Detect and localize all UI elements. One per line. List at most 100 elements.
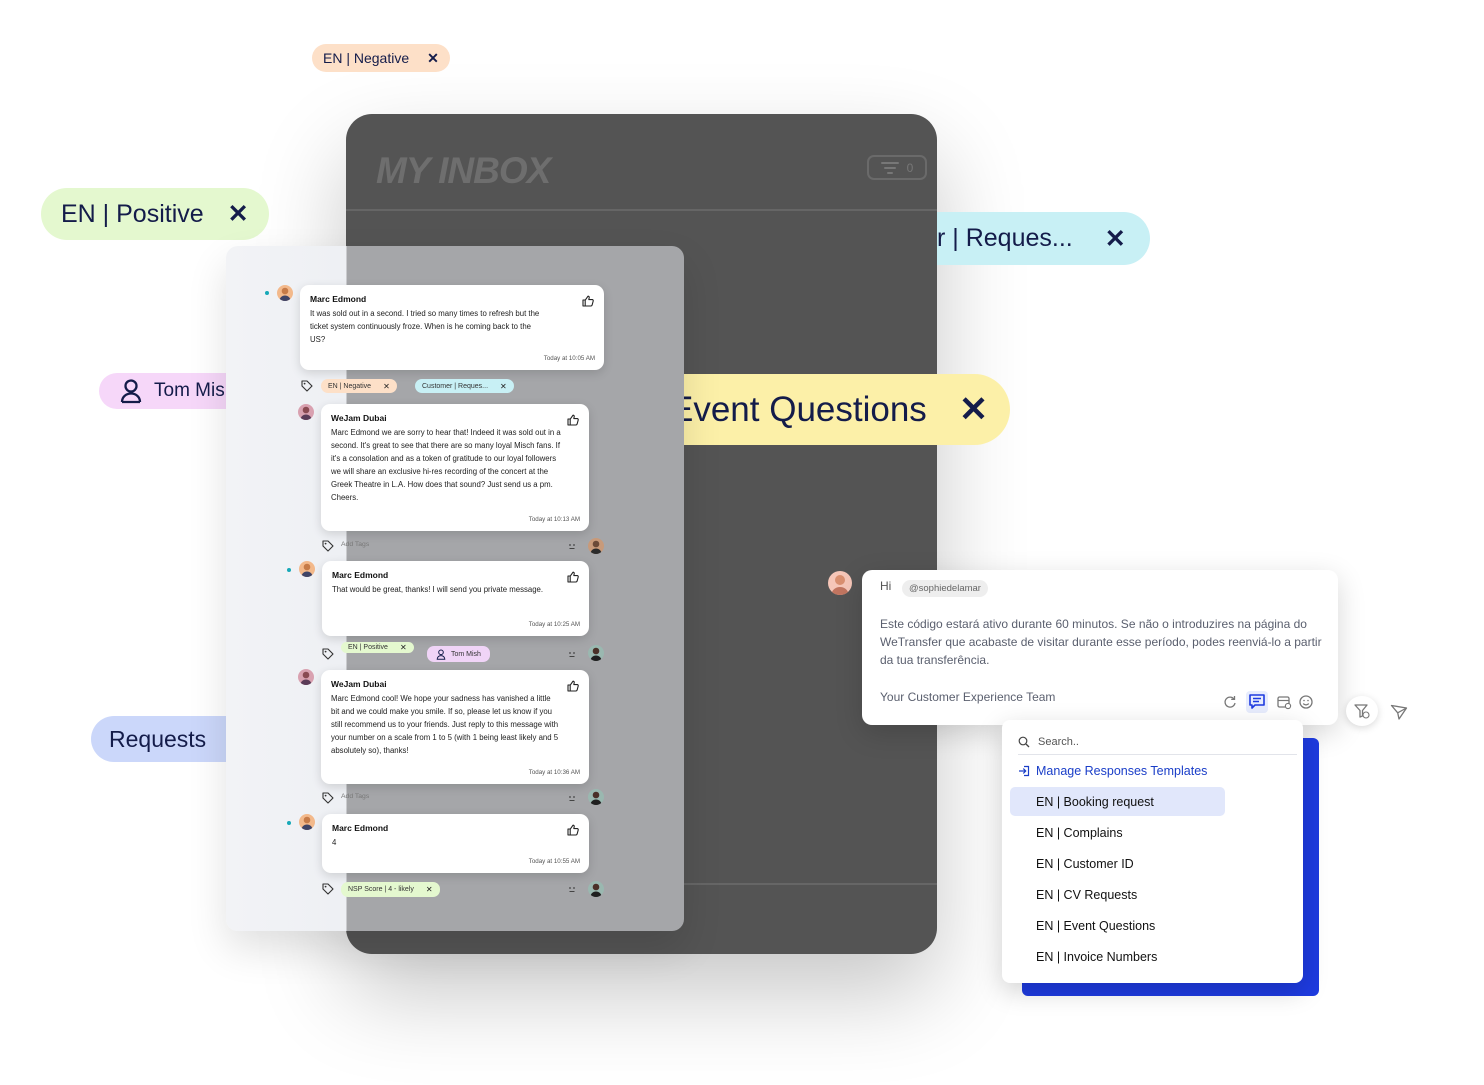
close-icon[interactable]: ✕ <box>958 389 989 429</box>
close-icon[interactable]: ✕ <box>399 643 407 652</box>
template-item[interactable]: EN | Invoice Numbers <box>1036 949 1158 964</box>
floating-tag-event-questions: Event Questions ✕ <box>642 374 1011 445</box>
neutral-face-icon[interactable] <box>566 540 578 552</box>
close-icon[interactable]: ✕ <box>425 885 433 894</box>
message-author: Marc Edmond <box>332 570 389 580</box>
message-time: Today at 10:05 AM <box>543 355 595 362</box>
template-item[interactable]: EN | Complains <box>1036 825 1123 840</box>
tag-label: Requests <box>109 725 207 752</box>
thumbs-up-icon[interactable] <box>567 824 579 836</box>
tag-label: Tom Mish <box>154 380 236 401</box>
mini-tag: Customer | Reques... ✕ <box>415 379 514 393</box>
tag-label: EN | Negative <box>323 50 410 66</box>
filter-button[interactable]: 0 <box>867 155 927 180</box>
reply-greeting: Hi <box>880 579 892 593</box>
search-input[interactable]: Search.. <box>1038 736 1079 748</box>
mini-tag-label: EN | Negative <box>328 382 372 390</box>
search-icon <box>1018 736 1030 748</box>
tag-label: Event Questions <box>670 389 927 429</box>
template-item[interactable]: EN | Event Questions <box>1036 918 1156 933</box>
message-author: WeJam Dubai <box>331 413 387 423</box>
avatar <box>277 285 293 301</box>
tag-icon[interactable] <box>301 380 313 392</box>
mini-tag-label: EN | Positive <box>348 644 388 651</box>
tag-icon[interactable] <box>322 792 334 804</box>
agent-avatar <box>588 645 604 661</box>
unread-dot <box>287 821 291 825</box>
avatar <box>299 561 315 577</box>
tag-icon[interactable] <box>322 883 334 895</box>
template-search[interactable]: Search.. <box>1018 730 1297 755</box>
tag-icon[interactable] <box>322 540 334 552</box>
neutral-face-icon[interactable] <box>566 648 578 660</box>
calendar-icon[interactable] <box>1276 694 1292 710</box>
manage-templates-link[interactable]: Manage Responses Templates <box>1018 764 1207 778</box>
thumbs-up-icon[interactable] <box>567 680 579 692</box>
close-icon[interactable]: ✕ <box>383 381 390 391</box>
recipient-avatar <box>828 571 852 595</box>
avatar <box>298 669 314 685</box>
reply-signature: Your Customer Experience Team <box>880 690 1056 704</box>
message-bubble: WeJam Dubai Marc Edmond we are sorry to … <box>321 404 589 531</box>
message-text: It was sold out in a second. I tried so … <box>310 309 540 344</box>
user-icon <box>120 379 142 404</box>
neutral-face-icon[interactable] <box>566 883 578 895</box>
message-bubble: Marc Edmond That would be great, thanks!… <box>322 561 589 636</box>
thumbs-up-icon[interactable] <box>582 295 594 307</box>
thumbs-up-icon[interactable] <box>567 414 579 426</box>
filter-clock-icon <box>1354 704 1370 719</box>
mini-tag-label: Tom Mish <box>451 650 481 658</box>
close-icon[interactable]: ✕ <box>500 381 507 391</box>
close-icon[interactable]: ✕ <box>427 49 439 66</box>
mini-tag: NSP Score | 4 - likely ✕ <box>341 882 440 897</box>
message-author: Marc Edmond <box>310 294 367 304</box>
message-bubble: Marc Edmond It was sold out in a second.… <box>300 285 604 370</box>
manage-templates-label: Manage Responses Templates <box>1036 764 1208 778</box>
message-text: Marc Edmond we are sorry to hear that! I… <box>331 428 561 502</box>
mention-chip[interactable]: @sophiedelamar <box>902 580 988 597</box>
emoji-icon[interactable] <box>1298 694 1314 710</box>
reply-composer[interactable]: Hi @sophiedelamar Este código estará ati… <box>862 570 1338 725</box>
message-time: Today at 10:55 AM <box>528 858 580 865</box>
message-time: Today at 10:13 AM <box>528 516 580 523</box>
close-icon[interactable]: ✕ <box>1104 224 1126 253</box>
message-author: Marc Edmond <box>332 823 389 833</box>
message-author: WeJam Dubai <box>331 679 387 689</box>
thumbs-up-icon[interactable] <box>567 571 579 583</box>
message-bubble: Marc Edmond 4 Today at 10:55 AM <box>322 814 589 873</box>
refresh-icon[interactable] <box>1222 694 1238 710</box>
manage-icon <box>1019 765 1030 777</box>
mini-tag: Tom Mish <box>427 646 490 662</box>
reply-body[interactable]: Este código estará ativo durante 60 minu… <box>880 617 1322 667</box>
template-item[interactable]: EN | Booking request <box>1010 787 1225 816</box>
message-text: Marc Edmond cool! We hope your sadness h… <box>331 694 559 755</box>
close-icon[interactable]: ✕ <box>227 200 249 228</box>
add-tags-button[interactable]: Add Tags <box>341 541 370 548</box>
mini-tag: EN | Negative ✕ <box>321 379 397 393</box>
mini-tag-label: Customer | Reques... <box>422 382 489 390</box>
floating-tag-en-positive: EN | Positive ✕ <box>41 188 269 240</box>
floating-tag-en-negative: EN | Negative ✕ <box>312 44 450 72</box>
filter-count: 0 <box>906 160 914 175</box>
message-text: 4 <box>332 838 337 847</box>
tag-label: r | Reques... <box>937 224 1073 252</box>
mini-tag-label: NSP Score | 4 - likely <box>348 886 414 893</box>
unread-dot <box>265 291 269 295</box>
unread-dot <box>287 568 291 572</box>
message-time: Today at 10:36 AM <box>528 769 580 776</box>
message-template-icon <box>1249 694 1265 709</box>
template-item[interactable]: EN | Customer ID <box>1036 856 1134 871</box>
templates-dropdown: Search.. Manage Responses Templates EN |… <box>1002 720 1303 983</box>
inbox-divider <box>346 209 937 211</box>
filter-settings-button[interactable] <box>1346 696 1378 726</box>
agent-avatar <box>588 538 604 554</box>
floating-tag-customer-requests: r | Reques... ✕ <box>937 212 1150 265</box>
template-item[interactable]: EN | CV Requests <box>1036 887 1138 902</box>
neutral-face-icon[interactable] <box>566 792 578 804</box>
agent-avatar <box>588 789 604 805</box>
user-icon <box>436 649 446 660</box>
templates-button[interactable] <box>1246 691 1268 713</box>
send-icon[interactable] <box>1390 703 1408 721</box>
tag-icon[interactable] <box>322 648 334 660</box>
add-tags-button[interactable]: Add Tags <box>341 793 370 800</box>
